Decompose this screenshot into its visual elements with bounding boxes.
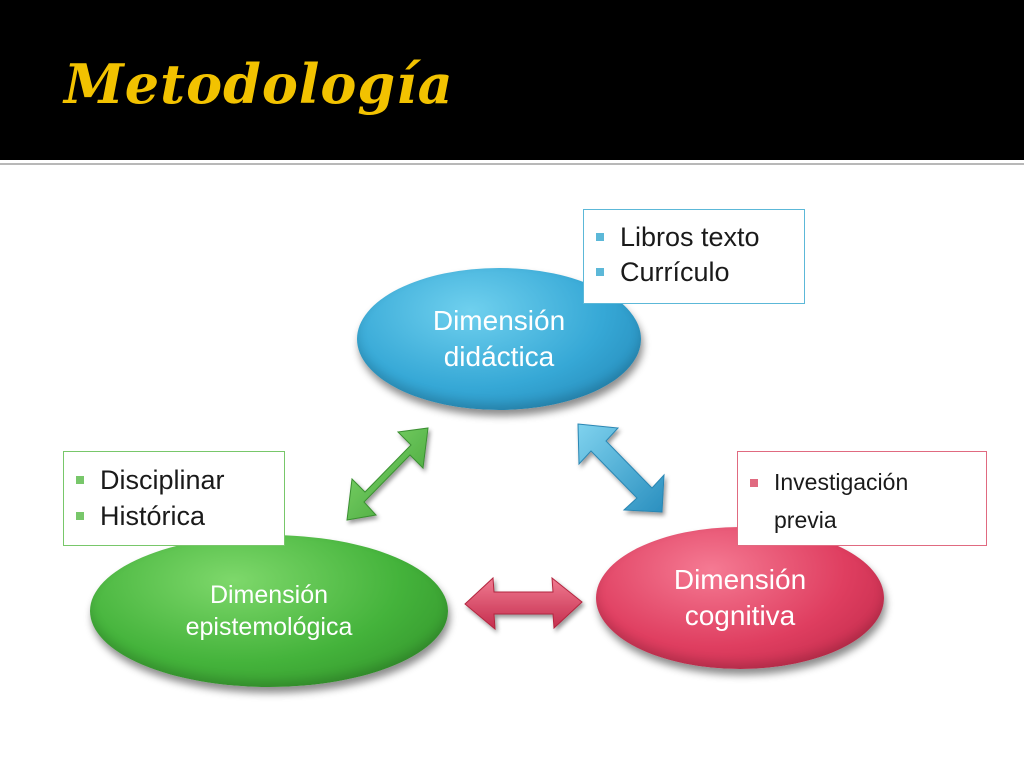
- slide-title: Metodología: [64, 52, 454, 116]
- square-bullet-icon: [76, 512, 84, 521]
- list-item: Disciplinar: [74, 462, 274, 498]
- node-epistemic-dimension: Dimensión epistemológica: [90, 535, 448, 687]
- list-item: Currículo: [594, 255, 794, 290]
- square-bullet-icon: [76, 476, 84, 484]
- list-item-label: Investigación previa: [774, 469, 909, 533]
- title-bar: [0, 0, 1024, 160]
- list-item: Investigación previa: [748, 464, 976, 540]
- arrow-epistemic-didactic: [346, 427, 429, 521]
- node-didactic-line2: didáctica: [443, 341, 555, 372]
- node-didactic-line1: Dimensión: [432, 304, 566, 336]
- epistemic-notes-box: Disciplinar Histórica: [63, 451, 285, 546]
- square-bullet-icon: [596, 268, 604, 277]
- square-bullet-icon: [750, 479, 758, 487]
- square-bullet-icon: [596, 233, 604, 241]
- title-divider: [0, 163, 1024, 165]
- node-epistemic-line2: epistemológica: [185, 613, 353, 641]
- arrow-didactic-cognitive: [577, 423, 665, 513]
- node-cognitive-dimension: Dimensión cognitiva: [596, 527, 884, 669]
- node-epistemic-line1: Dimensión: [209, 580, 329, 609]
- node-cognitive-line2: cognitiva: [684, 600, 796, 631]
- node-cognitive-line1: Dimensión: [673, 563, 807, 595]
- list-item-label: Disciplinar: [100, 465, 225, 495]
- didactic-notes-box: Libros texto Currículo: [583, 209, 805, 304]
- cognitive-notes-box: Investigación previa: [737, 451, 987, 546]
- list-item-label: Libros texto: [620, 222, 760, 252]
- list-item-label: Currículo: [620, 257, 730, 288]
- list-item-label: Histórica: [100, 501, 206, 532]
- arrow-epistemic-cognitive: [464, 576, 583, 631]
- list-item: Libros texto: [594, 220, 794, 255]
- list-item: Histórica: [74, 498, 274, 534]
